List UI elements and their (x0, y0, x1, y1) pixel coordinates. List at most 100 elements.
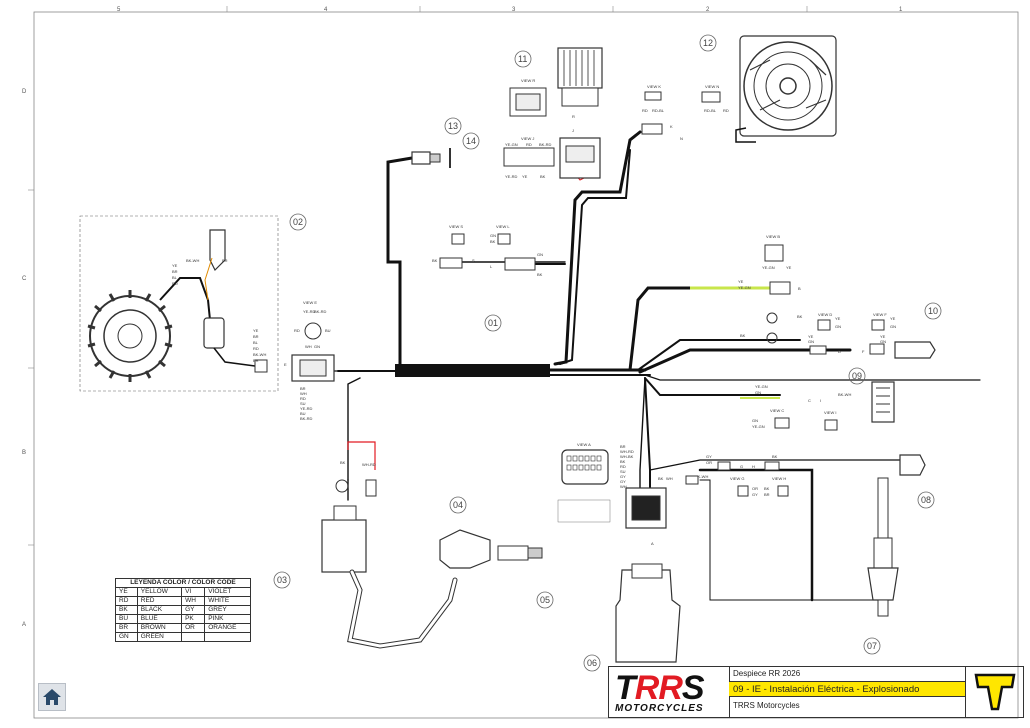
wire-label: YE-RD (505, 174, 518, 179)
wire-label: GN (314, 344, 320, 349)
wire-label: GY (752, 492, 758, 497)
view-label: VIEW K (647, 84, 661, 89)
temperature-sensor (411, 117, 480, 168)
wire-label: RD (526, 142, 532, 147)
legend-color: VIOLET (204, 587, 251, 597)
view-label: VIEW H (772, 476, 786, 481)
harness-sleeve (395, 364, 550, 377)
main-harness (299, 130, 981, 602)
wire-label: YE-GN (755, 384, 768, 389)
view-d-f-connectors: VIEW D VIEW F YE GN YE GN YE GN YE GN BK… (740, 302, 942, 359)
view-label: VIEW D (818, 312, 832, 317)
wire-label: GN (490, 233, 496, 238)
ref-01: 01 (488, 318, 498, 328)
view-label: VIEW L (496, 224, 510, 229)
arrow-label: L (490, 264, 493, 269)
wire-label: BK-RD (300, 416, 313, 421)
legend-code: BU (115, 614, 138, 624)
wire-label: BK (658, 476, 664, 481)
wire-label: BK (490, 239, 496, 244)
wire-label: BK-WH (695, 474, 708, 479)
view-e-connector: VIEW E YE-RD BK-RD RD BU WH GN BR WH RD … (284, 300, 335, 421)
wire-label: RD (723, 108, 729, 113)
wire-label: RD (294, 328, 300, 333)
stator-coil (89, 295, 171, 377)
view-b-connector: VIEW B YE-GN YE YE YE-GN B (738, 234, 801, 295)
wire-label: WH (300, 391, 307, 396)
legend-color (204, 632, 251, 642)
wire-label: WH-RD (620, 449, 634, 454)
wire-label: BK (620, 459, 626, 464)
wire-label: RD-BL (652, 108, 665, 113)
wire-label: BR (620, 444, 626, 449)
wire-label: YE-GN (762, 265, 775, 270)
legend-code: BK (115, 605, 138, 615)
arrow-label: I (820, 398, 821, 403)
wire-label: BR (300, 386, 306, 391)
wire-label: GN (835, 324, 841, 329)
model-label: Despiece RR 2026 (733, 669, 801, 678)
home-button[interactable] (38, 683, 66, 711)
wire-label: YE (835, 316, 841, 321)
arrow-label: A (651, 541, 654, 546)
wire-label: BK (340, 460, 346, 465)
home-icon (43, 689, 61, 705)
view-label: VIEW B (766, 234, 780, 239)
legend-code (181, 632, 206, 642)
ignition-assembly: BK WH-RD (273, 460, 554, 649)
legend-color: RED (136, 596, 183, 606)
wire-label: YE (890, 316, 896, 321)
wire-label: RD-BL (704, 108, 717, 113)
arrow-label: K (670, 124, 673, 129)
wire-label: GN (890, 324, 896, 329)
row-label-c: C (22, 276, 27, 282)
view-label: VIEW N (705, 84, 719, 89)
wire-label: BK (797, 314, 803, 319)
ref-10: 10 (928, 306, 938, 316)
arrow-label: D (838, 349, 841, 354)
sheet-frame (33, 11, 1019, 719)
ref-08: 08 (921, 495, 931, 505)
ref-11: 11 (518, 54, 527, 64)
wire-label: BK (540, 174, 546, 179)
row-label-d: D (22, 89, 27, 95)
ref-04: 04 (453, 500, 463, 510)
view-c-i-connectors: VIEW C VIEW I GN YE-GN YE-GN GN BK-WH C … (752, 367, 895, 431)
wire-label: BR (172, 269, 178, 274)
title-block: TRRS MOTORCYCLES Despiece RR 2026 09 - I… (608, 666, 1024, 718)
arrow-label: E (284, 362, 287, 367)
brand-subtitle: MOTORCYCLES (615, 703, 704, 714)
wire-label: GN (808, 339, 814, 344)
legend-code: PK (181, 614, 206, 624)
legend-code: GY (181, 605, 206, 615)
wire-label: GN (880, 339, 886, 344)
column-label-5: 5 (117, 7, 121, 13)
trrs-emblem (965, 667, 1024, 717)
wire-label: YE-GN (738, 285, 751, 290)
wire-label: BR (253, 334, 259, 339)
view-s-l-connectors: VIEW S VIEW L GN BK BK S L GN BK (432, 224, 543, 277)
wire-label: WH (620, 484, 627, 489)
wire-label: BK-WH (186, 258, 199, 263)
wire-label: BK (740, 333, 746, 338)
ref-07: 07 (867, 641, 877, 651)
company-label: TRRS Motorcycles (733, 701, 800, 710)
wire-label: BK-WH (253, 352, 266, 357)
wire-label: GN (752, 418, 758, 423)
wire-label: RD (620, 464, 626, 469)
wire-label: YE-RD (303, 309, 316, 314)
wire-label: YE (786, 265, 792, 270)
wire-label: RD (300, 396, 306, 401)
column-label-2: 2 (706, 7, 710, 13)
wire-label: BR (253, 358, 259, 363)
wire-label: BR (222, 258, 228, 263)
wire-label: GN (537, 252, 543, 257)
view-label: VIEW R (521, 78, 535, 83)
column-label-4: 4 (324, 7, 328, 13)
wire-label: YE (522, 174, 528, 179)
arrow-label: G (740, 464, 743, 469)
